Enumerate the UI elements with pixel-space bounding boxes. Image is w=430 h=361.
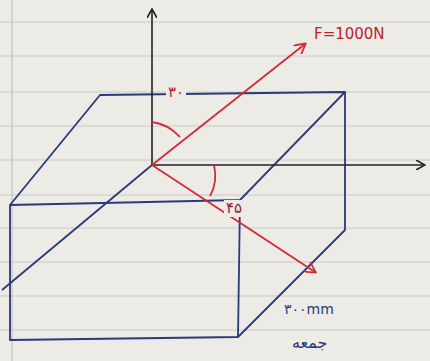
sketch-label: ۳۰۰mm <box>282 302 336 317</box>
sketch-label: جمعه <box>290 334 329 352</box>
box-outline <box>2 92 345 340</box>
sketch-label: ۴۵ <box>224 200 244 217</box>
axes <box>152 10 424 165</box>
sketch-label: F=1000N <box>312 26 387 43</box>
ruled-lines <box>0 22 430 330</box>
sketch-label: ۳۰ <box>166 84 186 101</box>
force-vectors <box>152 44 315 272</box>
